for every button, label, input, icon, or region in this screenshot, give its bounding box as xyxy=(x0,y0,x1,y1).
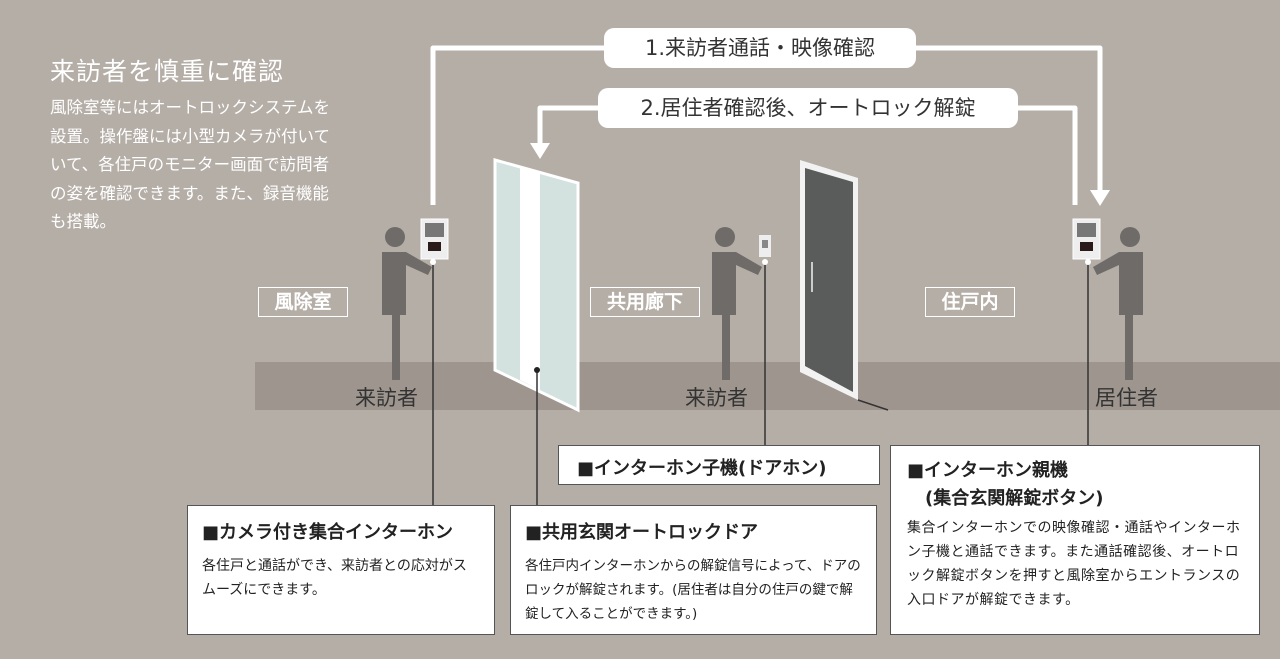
arrowhead-2 xyxy=(530,143,550,159)
role-visitor-2: 来訪者 xyxy=(685,386,748,410)
callout-body: 各住戸内インターホンからの解錠信号によって、ドアのロックが解錠されます。(居住者… xyxy=(525,558,861,622)
intercom-panel-icon xyxy=(420,218,449,260)
glass-door-highlight xyxy=(520,168,540,390)
door-phone-icon xyxy=(759,235,771,257)
master-intercom-icon xyxy=(1072,218,1101,260)
callout-body: 各住戸と通話ができ、来訪者との応対がスムーズにできます。 xyxy=(202,558,467,598)
zone-dwelling: 住戸内 xyxy=(925,287,1015,317)
intro-text: 風除室等にはオートロックシステムを設置。操作盤には小型カメラが付いていて、各住戸… xyxy=(50,98,331,231)
callout-title: ■共用玄関オートロックドア xyxy=(525,522,759,543)
arrowhead-1 xyxy=(1090,190,1110,206)
callout-subtitle: (集合玄関解錠ボタン) xyxy=(925,488,1104,509)
callout-title: ■インターホン子機(ドアホン) xyxy=(577,458,827,479)
floor-strip xyxy=(255,362,1280,410)
step-1-label: 1.来訪者通話・映像確認 xyxy=(604,28,916,68)
step-2-label: 2.居住者確認後、オートロック解錠 xyxy=(598,88,1018,128)
visitor-figure-2 xyxy=(712,227,762,380)
callout-title: ■インターホン親機 xyxy=(907,460,1069,481)
zone-vestibule: 風除室 xyxy=(258,287,348,317)
visitor-figure-1 xyxy=(382,227,432,380)
page-title: 来訪者を慎重に確認 xyxy=(50,57,285,86)
callout-title: ■カメラ付き集合インターホン xyxy=(202,522,454,543)
role-visitor-1: 来訪者 xyxy=(355,386,418,410)
role-resident: 居住者 xyxy=(1095,386,1158,410)
callout-master-intercom: ■インターホン親機 (集合玄関解錠ボタン) 集合インターホンでの映像確認・通話や… xyxy=(890,445,1260,635)
callout-camera-intercom: ■カメラ付き集合インターホン 各住戸と通話ができ、来訪者との応対がスムーズにでき… xyxy=(187,505,495,635)
callout-door-phone: ■インターホン子機(ドアホン) xyxy=(558,445,880,485)
callout-body: 集合インターホンでの映像確認・通話やインターホン子機と通話できます。また通話確認… xyxy=(907,520,1241,608)
resident-figure xyxy=(1093,227,1143,380)
callout-auto-lock-door: ■共用玄関オートロックドア 各住戸内インターホンからの解錠信号によって、ドアのロ… xyxy=(510,505,877,635)
zone-corridor: 共用廊下 xyxy=(590,287,700,317)
